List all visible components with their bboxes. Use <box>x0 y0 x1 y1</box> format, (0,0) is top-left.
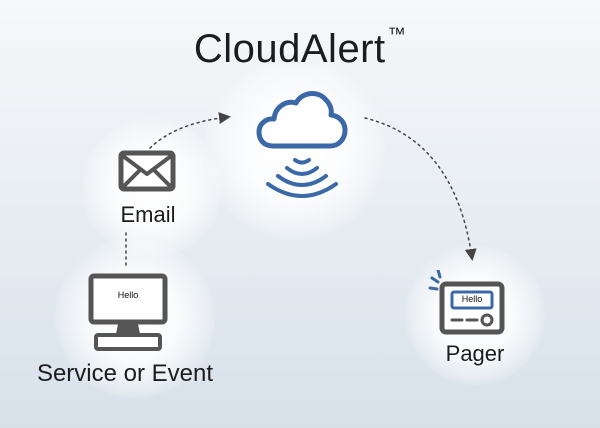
email-to-cloud-arrow <box>149 112 231 149</box>
cloud-icon <box>256 91 348 149</box>
envelope-icon <box>118 150 176 192</box>
email-label: Email <box>120 202 176 227</box>
monitor-icon <box>88 273 168 351</box>
service-label: Service or Event <box>36 360 214 387</box>
cloud-to-pager-arrow <box>364 117 477 261</box>
pager-label: Pager <box>445 341 505 366</box>
pager-screen-text: Hello <box>461 294 483 304</box>
monitor-screen-text: Hello <box>117 290 139 300</box>
title-text: CloudAlert <box>193 27 386 71</box>
trademark-mark: ™ <box>387 24 407 44</box>
wireless-signal-icon <box>266 158 338 198</box>
cloud-glow <box>205 60 385 240</box>
pager-icon <box>428 270 505 335</box>
